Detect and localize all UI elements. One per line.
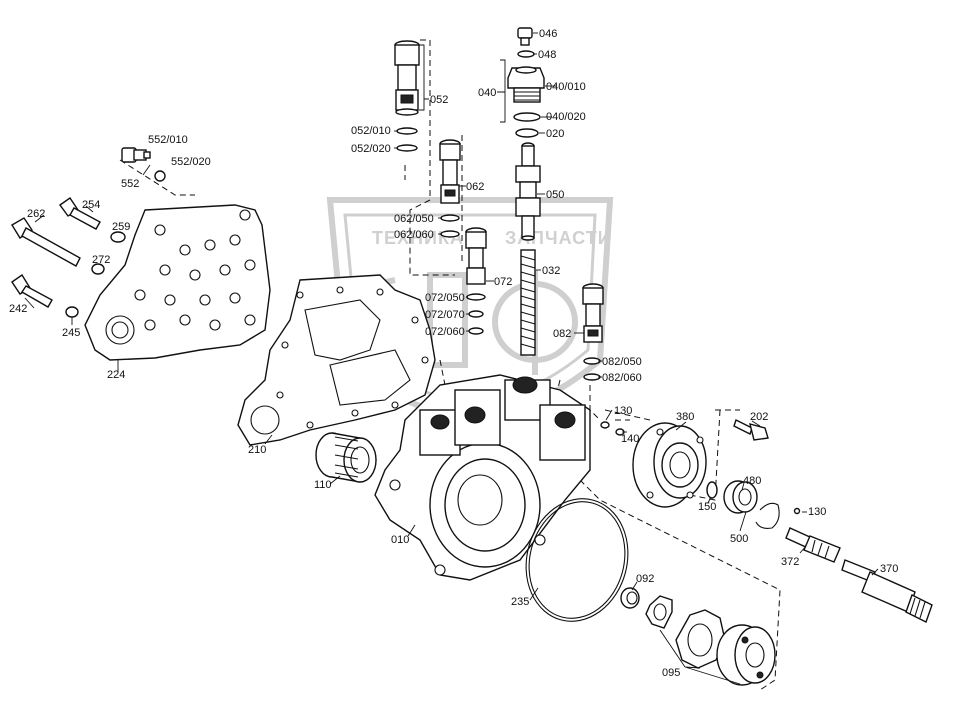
callout-552-010: 552/010 [148, 134, 188, 146]
bolt-262 [11, 217, 81, 267]
washer-245 [65, 306, 79, 318]
gear-set-095 [645, 595, 776, 686]
watermark-text-left: ТЕХНИКА [372, 228, 464, 248]
plugs-130-140 [600, 421, 625, 436]
callout-110: 110 [314, 479, 332, 491]
seal-552-020 [154, 170, 166, 182]
callout-272: 272 [92, 254, 110, 266]
oring-082-060 [583, 373, 601, 381]
valve-052 [394, 40, 420, 116]
callout-040-020: 040/020 [546, 111, 586, 123]
valve-082 [582, 283, 604, 343]
fitting-040 [507, 66, 545, 103]
valve-072 [465, 227, 487, 285]
callout-040: 040 [478, 87, 496, 99]
oring-052-020 [396, 144, 418, 152]
callout-210: 210 [248, 444, 266, 456]
pin-130 [793, 507, 801, 515]
leader-lines [24, 32, 879, 685]
callout-500: 500 [730, 533, 748, 545]
bearing-110 [315, 432, 377, 483]
housing-010 [374, 374, 591, 581]
shaft-370 [841, 559, 933, 623]
watermark-text-right: ЗАПЧАСТИ [505, 228, 612, 248]
callout-052: 052 [430, 94, 448, 106]
callout-202: 202 [750, 411, 768, 423]
callout-130-b: 130 [808, 506, 826, 518]
callout-046: 046 [539, 28, 557, 40]
callout-052-020: 052/020 [351, 143, 391, 155]
shaft-372 [785, 527, 841, 563]
callout-242: 242 [9, 303, 27, 315]
cover-plate-224 [84, 204, 271, 361]
callout-labels: 046 048 040 040/010 040/020 020 050 032 … [9, 28, 898, 679]
oring-072-060 [468, 327, 484, 335]
oring-062-060 [440, 230, 460, 238]
oring-082-050 [583, 357, 601, 365]
callout-072-050: 072/050 [425, 292, 465, 304]
callout-380: 380 [676, 411, 694, 423]
oring-235 [525, 498, 629, 622]
callout-235: 235 [511, 596, 529, 608]
oring-052-010 [396, 127, 418, 135]
callout-254: 254 [82, 199, 100, 211]
callout-020: 020 [546, 128, 564, 140]
callout-072-060: 072/060 [425, 326, 465, 338]
callout-072: 072 [494, 276, 512, 288]
oring-040-020 [513, 112, 541, 122]
callout-480: 480 [743, 475, 761, 487]
plug-046 [517, 27, 533, 46]
callout-140: 140 [621, 433, 639, 445]
callout-259: 259 [112, 221, 130, 233]
callout-245: 245 [62, 327, 80, 339]
callout-262: 262 [27, 208, 45, 220]
seal-150 [706, 481, 718, 499]
oring-235-inner [528, 501, 626, 619]
oring-072-050 [466, 293, 486, 301]
washer-272 [91, 263, 105, 275]
callout-552-020: 552/020 [171, 156, 211, 168]
bolt-254 [59, 197, 101, 230]
oring-048 [517, 50, 535, 58]
cover-380 [632, 422, 707, 508]
oring-020 [515, 128, 539, 138]
callout-062-050: 062/050 [394, 213, 434, 225]
callout-010: 010 [391, 534, 409, 546]
callout-082-050: 082/050 [602, 356, 642, 368]
callout-062: 062 [466, 181, 484, 193]
callout-150: 150 [698, 501, 716, 513]
callout-052-010: 052/010 [351, 125, 391, 137]
callout-092: 092 [636, 573, 654, 585]
callout-095: 095 [662, 667, 680, 679]
valve-062 [439, 139, 461, 204]
spool-050 [515, 142, 541, 241]
callout-032: 032 [542, 265, 560, 277]
callout-072-070: 072/070 [425, 309, 465, 321]
oring-072-070 [468, 310, 484, 318]
bolt-202 [733, 419, 769, 441]
oring-062-050 [440, 214, 460, 222]
callout-370: 370 [880, 563, 898, 575]
callout-050: 050 [546, 189, 564, 201]
callout-062-060: 062/060 [394, 229, 434, 241]
callout-224: 224 [107, 369, 125, 381]
bearing-480 [723, 480, 758, 514]
gasket-210 [237, 274, 436, 446]
callout-082: 082 [553, 328, 571, 340]
breather-552 [121, 147, 151, 163]
washer-259 [110, 231, 126, 243]
callout-130-a: 130 [614, 405, 632, 417]
bushing-092 [620, 587, 640, 609]
snap-ring-500 [755, 502, 780, 529]
callout-040-010: 040/010 [546, 81, 586, 93]
callout-372: 372 [781, 556, 799, 568]
spring-032 [520, 249, 536, 356]
callout-552: 552 [121, 178, 139, 190]
callout-048: 048 [538, 49, 556, 61]
callout-082-060: 082/060 [602, 372, 642, 384]
bolt-242 [11, 274, 53, 308]
